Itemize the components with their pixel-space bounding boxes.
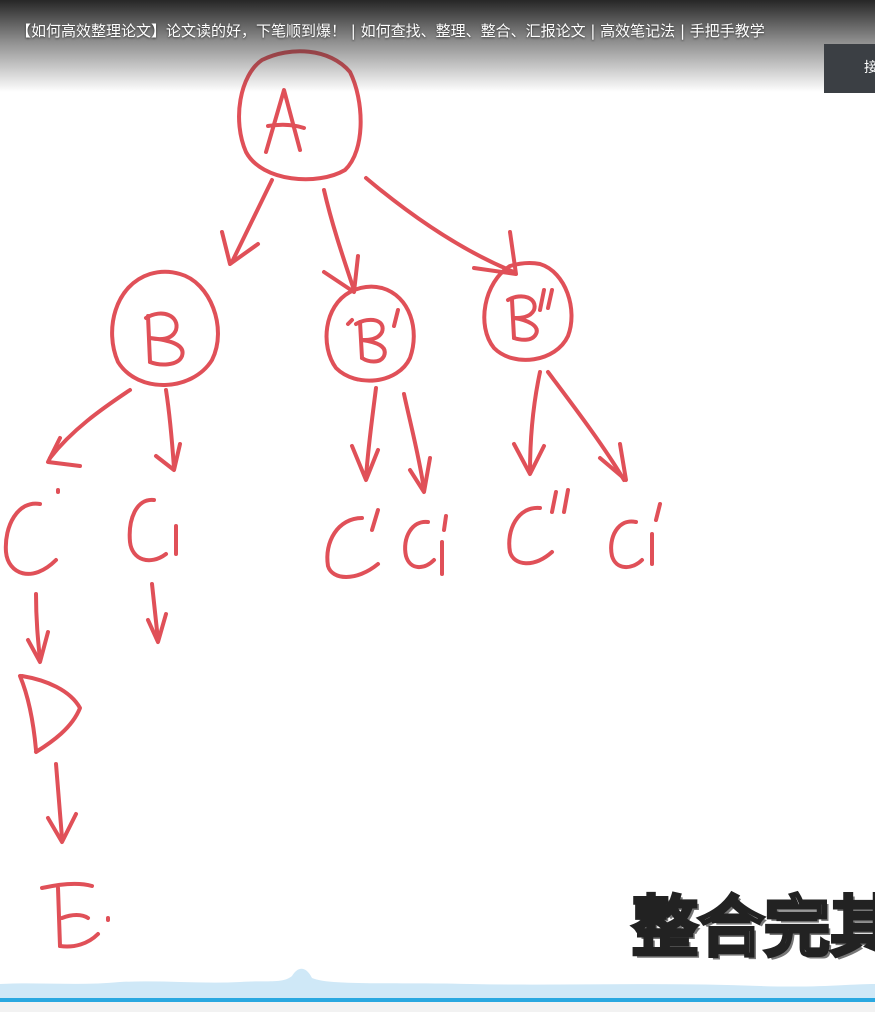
leaf-c-prime <box>325 508 380 579</box>
leaf-c-double-prime <box>507 488 570 566</box>
arrow-b-to-c1 <box>164 388 176 470</box>
node-b <box>110 269 220 387</box>
arrow-a-to-b <box>230 178 274 264</box>
leaf-c <box>3 488 60 576</box>
arrow-b-prime-to-c-prime <box>364 386 378 480</box>
leaf-c1-double-prime <box>609 502 662 569</box>
side-panel-button[interactable]: 接 <box>824 44 875 93</box>
arrow-c1-down <box>150 582 160 642</box>
arrow-b-double-prime-to-c-double-prime <box>528 370 542 474</box>
node-d <box>18 674 82 754</box>
node-e <box>40 881 110 949</box>
audio-waveform <box>0 968 875 1000</box>
arrow-b-prime-to-c1-prime <box>402 392 426 492</box>
video-title: 【如何高效整理论文】论文读的好，下笔顺到爆！ | 如何查找、整理、整合、汇报论文… <box>16 22 765 40</box>
node-b-prime <box>324 284 416 383</box>
subtitle-caption: 整合完其 <box>631 888 875 968</box>
node-b-double-prime <box>482 260 574 362</box>
leaf-c1 <box>127 497 178 563</box>
arrow-a-to-b-prime <box>322 188 356 292</box>
playback-progress-bar <box>0 998 875 1002</box>
arrow-b-to-c <box>48 388 132 460</box>
arrow-b-double-prime-to-c1-double-prime <box>546 370 626 482</box>
arrow-d-to-e <box>54 762 64 840</box>
video-title-bar: 【如何高效整理论文】论文读的好，下笔顺到爆！ | 如何查找、整理、整合、汇报论文… <box>0 0 875 92</box>
arrow-c-to-d <box>34 592 42 662</box>
arrow-a-to-b-double-prime <box>364 176 516 274</box>
leaf-c1-prime <box>403 514 448 576</box>
